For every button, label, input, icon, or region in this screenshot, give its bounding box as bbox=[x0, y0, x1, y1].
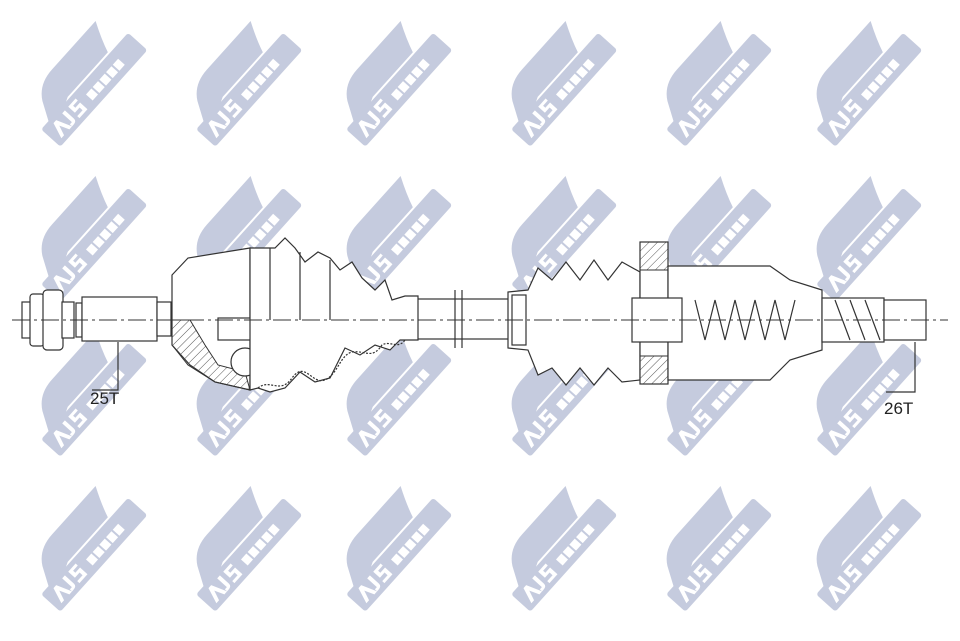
ajs-parts-watermark bbox=[511, 486, 617, 611]
label-26t: 26T bbox=[884, 399, 913, 418]
ajs-parts-watermark bbox=[816, 331, 922, 456]
ajs-parts-watermark bbox=[346, 486, 452, 611]
leader-25t bbox=[92, 342, 119, 391]
ajs-parts-watermark bbox=[666, 486, 772, 611]
ajs-parts-watermark bbox=[41, 176, 147, 301]
right-boot bbox=[507, 258, 641, 386]
ajs-parts-watermark bbox=[346, 176, 452, 301]
ajs-parts-watermark bbox=[196, 486, 302, 611]
leader-26t bbox=[886, 342, 916, 393]
right-inner-joint-housing bbox=[667, 265, 823, 381]
spring bbox=[694, 299, 796, 341]
label-25t: 25T bbox=[90, 389, 119, 408]
left-boot bbox=[249, 237, 419, 393]
ajs-parts-watermark bbox=[41, 21, 147, 146]
ajs-parts-watermark bbox=[816, 176, 922, 301]
left-spline-shaft bbox=[81, 296, 158, 342]
ajs-parts-watermark bbox=[41, 331, 147, 456]
ajs-parts-watermark bbox=[511, 21, 617, 146]
ajs-parts-watermark bbox=[346, 21, 452, 146]
ajs-parts-watermark bbox=[346, 331, 452, 456]
ajs-parts-watermark bbox=[41, 486, 147, 611]
ajs-parts-watermark bbox=[816, 21, 922, 146]
ajs-parts-watermark bbox=[666, 21, 772, 146]
ajs-parts-watermark bbox=[196, 21, 302, 146]
ajs-parts-watermark bbox=[816, 486, 922, 611]
